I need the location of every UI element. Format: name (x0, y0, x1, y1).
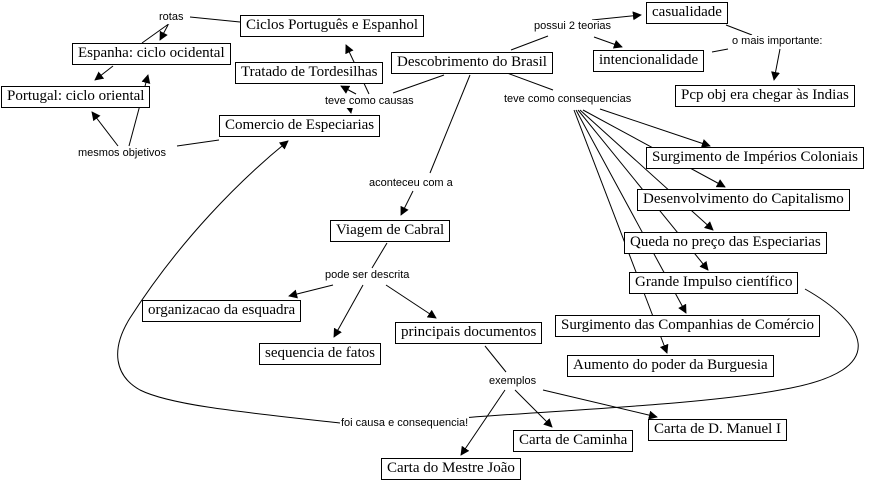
node-manuel[interactable]: Carta de D. Manuel I (648, 419, 788, 441)
edge-teorias-casualidade (591, 11, 642, 21)
edge-causas-tordesilhas (340, 85, 357, 95)
edge-descobrimento-consequencias (506, 72, 554, 91)
node-portugal[interactable]: Portugal: ciclo oriental (1, 86, 151, 108)
edge-exemplos-manuel (542, 389, 658, 420)
edge-descrita-sequencia (333, 284, 364, 338)
link-objetivos: mesmos objetivos (77, 147, 168, 160)
node-espanha[interactable]: Espanha: ciclo ocidental (72, 43, 231, 65)
edge-rotas-espanha-line (141, 22, 171, 44)
edge-impulso-causa-consequencia (461, 288, 859, 419)
edge-comercio-objetivos (176, 139, 220, 147)
edge-teorias-intencionalidade (593, 36, 623, 49)
edge-descobrimento-aconteceu (429, 74, 471, 174)
node-capitalismo[interactable]: Desenvolvimento do Capitalismo (637, 189, 850, 211)
link-rotas: rotas (158, 11, 185, 24)
node-imperios[interactable]: Surgimento de Impérios Coloniais (646, 147, 864, 169)
node-sequencia[interactable]: sequencia de fatos (259, 343, 381, 365)
link-aconteceu: aconteceu com a (368, 177, 454, 190)
edge-viagem-descrita (371, 242, 388, 269)
node-esquadra[interactable]: organizacao da esquadra (142, 300, 302, 322)
edge-descrita-documentos (385, 284, 437, 319)
edge-aconteceu-viagem (400, 190, 414, 216)
edge-descobrimento-teorias (510, 35, 549, 51)
node-documentos[interactable]: principais documentos (395, 322, 543, 344)
node-impulso[interactable]: Grande Impulso científico (629, 272, 799, 294)
node-queda[interactable]: Queda no preço das Especiarias (624, 232, 827, 254)
link-descrita: pode ser descrita (324, 269, 411, 282)
edge-ciclos-rotas (189, 16, 241, 23)
node-mestre[interactable]: Carta do Mestre João (381, 458, 521, 480)
edge-causa-consequencia-comercio (117, 140, 341, 424)
node-ciclos[interactable]: Ciclos Português e Espanhol (240, 15, 425, 37)
edge-documentos-exemplos (484, 345, 507, 373)
link-importante: o mais importante: (731, 35, 824, 48)
link-exemplos: exemplos (488, 375, 538, 388)
edge-casualidade-importante (725, 24, 753, 36)
node-companhias[interactable]: Surgimento das Companhias de Comércio (555, 315, 821, 337)
node-caminha[interactable]: Carta de Caminha (513, 430, 634, 452)
node-tordesilhas[interactable]: Tratado de Tordesilhas (235, 62, 384, 84)
edge-descrita-esquadra (288, 284, 334, 299)
node-burguesia[interactable]: Aumento do poder da Burguesia (567, 355, 774, 377)
edge-exemplos-caminha (514, 389, 553, 428)
node-viagem[interactable]: Viagem de Cabral (330, 220, 451, 242)
link-teorias: possui 2 teorias (533, 20, 613, 33)
node-descobrimento[interactable]: Descobrimento do Brasil (391, 52, 553, 74)
link-causa-consequencia: foi causa e consequencia! (340, 417, 470, 430)
edge-cons-burguesia (573, 109, 669, 354)
edge-rotas-espanha (159, 24, 169, 41)
edge-objetivos-portugal (91, 111, 119, 147)
edge-causas-comercio (344, 104, 354, 114)
node-casualidade[interactable]: casualidade (646, 2, 728, 24)
edge-importante-pcp (771, 48, 781, 81)
node-intencionalidade[interactable]: intencionalidade (593, 50, 705, 72)
edge-intencionalidade-importante (711, 48, 729, 53)
edge-cons-imperios (599, 108, 711, 148)
node-comercio[interactable]: Comercio de Especiarias (219, 115, 381, 137)
edge-espanha-portugal (94, 65, 114, 81)
edge-exemplos-mestre (460, 389, 506, 456)
link-causas: teve como causas (324, 95, 415, 108)
edge-descobrimento-causas (392, 74, 445, 94)
link-consequencias: teve como consequencias (503, 93, 633, 106)
node-pcp[interactable]: Pcp obj era chegar às Indias (675, 85, 855, 107)
